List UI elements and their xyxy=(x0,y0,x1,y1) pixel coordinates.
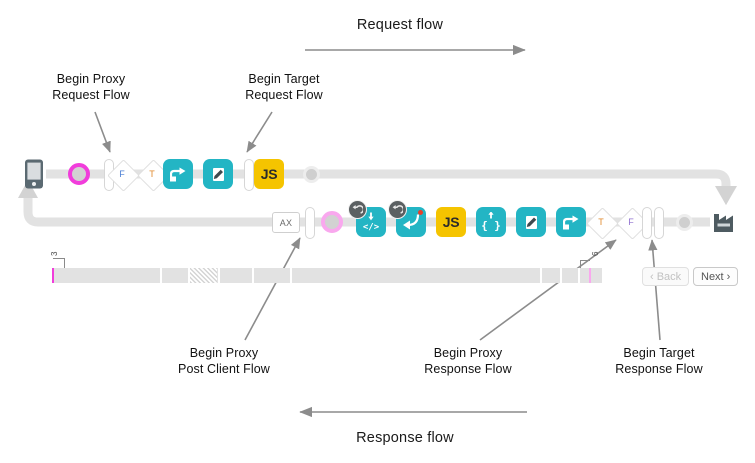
response-track-path xyxy=(18,180,710,227)
back-button[interactable]: ‹ Back xyxy=(642,267,690,286)
curved-arrow-icon xyxy=(388,200,426,237)
target-request-flow-start[interactable] xyxy=(244,159,254,191)
js-label: JS xyxy=(254,159,284,189)
timeline-divider xyxy=(578,268,580,283)
timeline-divider xyxy=(188,268,190,283)
javascript-response-policy[interactable]: JS xyxy=(436,207,466,237)
condition-f-label-request: F xyxy=(119,169,125,179)
json-braces-icon: { } xyxy=(476,207,506,237)
condition-t-label-response: T xyxy=(598,217,604,227)
timeline-divider xyxy=(540,268,542,283)
pencil-icon xyxy=(516,207,546,237)
timeline-divider xyxy=(560,268,562,283)
raise-fault-policy[interactable] xyxy=(388,200,426,237)
timeline-hatched-segment[interactable] xyxy=(190,268,217,283)
leader-begin-proxy-response-flow xyxy=(479,239,617,341)
response-flow-title: Response flow xyxy=(356,430,454,446)
arrow-route-icon xyxy=(163,159,193,189)
edit-policy-request[interactable] xyxy=(203,159,233,189)
assign-response-policy[interactable] xyxy=(556,207,586,237)
post-client-marker[interactable] xyxy=(321,211,343,233)
timeline-tick-left-label: 3 xyxy=(50,251,59,256)
timeline-track[interactable] xyxy=(52,268,602,283)
error-dot-indicator xyxy=(418,210,423,215)
leader-begin-target-response-flow xyxy=(648,239,661,341)
timeline-divider xyxy=(160,268,162,283)
analytics-node-ax[interactable]: AX xyxy=(272,212,300,233)
assign-message-policy-request[interactable] xyxy=(163,159,193,189)
leader-begin-proxy-post-client-flow xyxy=(244,237,301,341)
factory-icon[interactable] xyxy=(712,209,740,238)
next-button[interactable]: Next › xyxy=(693,267,739,286)
leader-begin-proxy-request-flow xyxy=(94,111,111,153)
post-client-flow-start[interactable] xyxy=(305,207,315,239)
arrow-route-icon xyxy=(556,207,586,237)
callout-begin-target-response-flow: Begin Target Response Flow xyxy=(615,346,703,376)
condition-f-label-response: F xyxy=(628,217,634,227)
timeline-tick-right-label: 6 xyxy=(591,251,600,256)
javascript-policy-request[interactable]: JS xyxy=(254,159,284,189)
request-track-path xyxy=(46,169,737,205)
revert-icon[interactable] xyxy=(388,200,407,219)
timeline-divider xyxy=(252,268,254,283)
mobile-phone-icon[interactable] xyxy=(24,159,44,194)
callout-begin-target-request-flow: Begin Target Request Flow xyxy=(245,72,323,102)
response-origin-node[interactable] xyxy=(676,214,693,231)
timeline-marker-start[interactable] xyxy=(52,268,54,283)
js-label: JS xyxy=(436,207,466,237)
revert-icon[interactable] xyxy=(348,200,367,219)
callout-begin-proxy-response-flow: Begin Proxy Response Flow xyxy=(424,346,512,376)
timeline-divider xyxy=(218,268,220,283)
timeline-marker-current[interactable] xyxy=(589,268,591,283)
svg-text:</>: </> xyxy=(363,223,380,233)
code-brackets-icon: </> xyxy=(348,200,386,237)
pencil-icon xyxy=(203,159,233,189)
target-response-flow-start[interactable] xyxy=(654,207,664,239)
condition-t-label-request: T xyxy=(149,169,155,179)
callout-begin-proxy-request-flow: Begin Proxy Request Flow xyxy=(52,72,130,102)
request-start-marker[interactable] xyxy=(68,163,90,185)
timeline-divider xyxy=(290,268,292,283)
leader-begin-target-request-flow xyxy=(246,111,273,153)
svg-text:{ }: { } xyxy=(481,219,501,232)
proxy-response-flow-start[interactable] xyxy=(642,207,652,239)
request-flow-title: Request flow xyxy=(356,17,444,33)
json-policy[interactable]: { } xyxy=(476,207,506,237)
edit-response-policy[interactable] xyxy=(516,207,546,237)
request-end-node[interactable] xyxy=(303,166,320,183)
callout-begin-proxy-post-client-flow: Begin Proxy Post Client Flow xyxy=(178,346,270,376)
extract-variables-policy[interactable]: </> xyxy=(348,200,386,237)
